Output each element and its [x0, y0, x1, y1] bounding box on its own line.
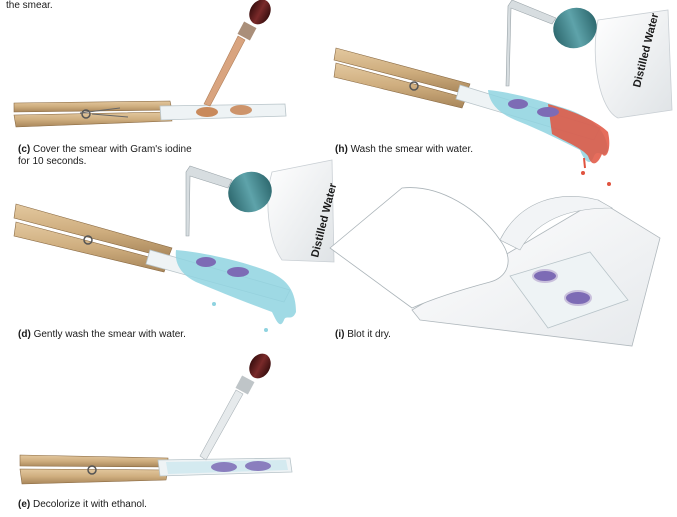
top-fragment-caption: the smear. — [6, 0, 53, 12]
caption-h: (h) Wash the smear with water. — [335, 144, 473, 156]
smear-violet — [245, 461, 271, 471]
dropper — [200, 350, 275, 460]
panel-i-blot — [330, 188, 660, 346]
caption-letter: (e) — [18, 499, 30, 510]
glass-slide — [160, 104, 286, 120]
smear-violet — [537, 107, 559, 117]
clothespin — [14, 101, 172, 127]
caption-c: (c) Cover the smear with Gram's iodine f… — [18, 144, 192, 168]
panel-c-iodine — [14, 0, 286, 127]
smear-violet — [211, 462, 237, 472]
caption-d: (d) Gently wash the smear with water. — [18, 329, 186, 341]
caption-text: Gently wash the smear with water. — [34, 329, 186, 340]
smear-iodine — [230, 105, 252, 115]
caption-text: Blot it dry. — [347, 329, 391, 340]
caption-letter: (c) — [18, 144, 30, 155]
smear-violet — [196, 257, 216, 267]
water-stream — [176, 250, 296, 324]
caption-i: (i) Blot it dry. — [335, 329, 391, 341]
caption-text: Decolorize it with ethanol. — [33, 499, 147, 510]
caption-e: (e) Decolorize it with ethanol. — [18, 499, 147, 511]
caption-letter: (d) — [18, 329, 31, 340]
wash-bottle — [186, 160, 334, 262]
panel-d-wash — [14, 160, 334, 332]
smear-violet — [565, 291, 591, 305]
caption-text: Wash the smear with water. — [351, 144, 473, 155]
panel-h-wash — [334, 0, 672, 186]
caption-text-2: for 10 seconds. — [18, 156, 86, 167]
clothespin — [20, 455, 168, 484]
caption-letter: (i) — [335, 329, 344, 340]
caption-text: Cover the smear with Gram's iodine — [33, 144, 192, 155]
smear-iodine — [196, 107, 218, 117]
panel-e-ethanol — [20, 350, 292, 484]
caption-letter: (h) — [335, 144, 348, 155]
clothespin — [334, 48, 470, 108]
smear-violet — [533, 270, 557, 282]
dropper — [204, 0, 275, 106]
smear-violet — [508, 99, 528, 109]
smear-violet — [227, 267, 249, 277]
